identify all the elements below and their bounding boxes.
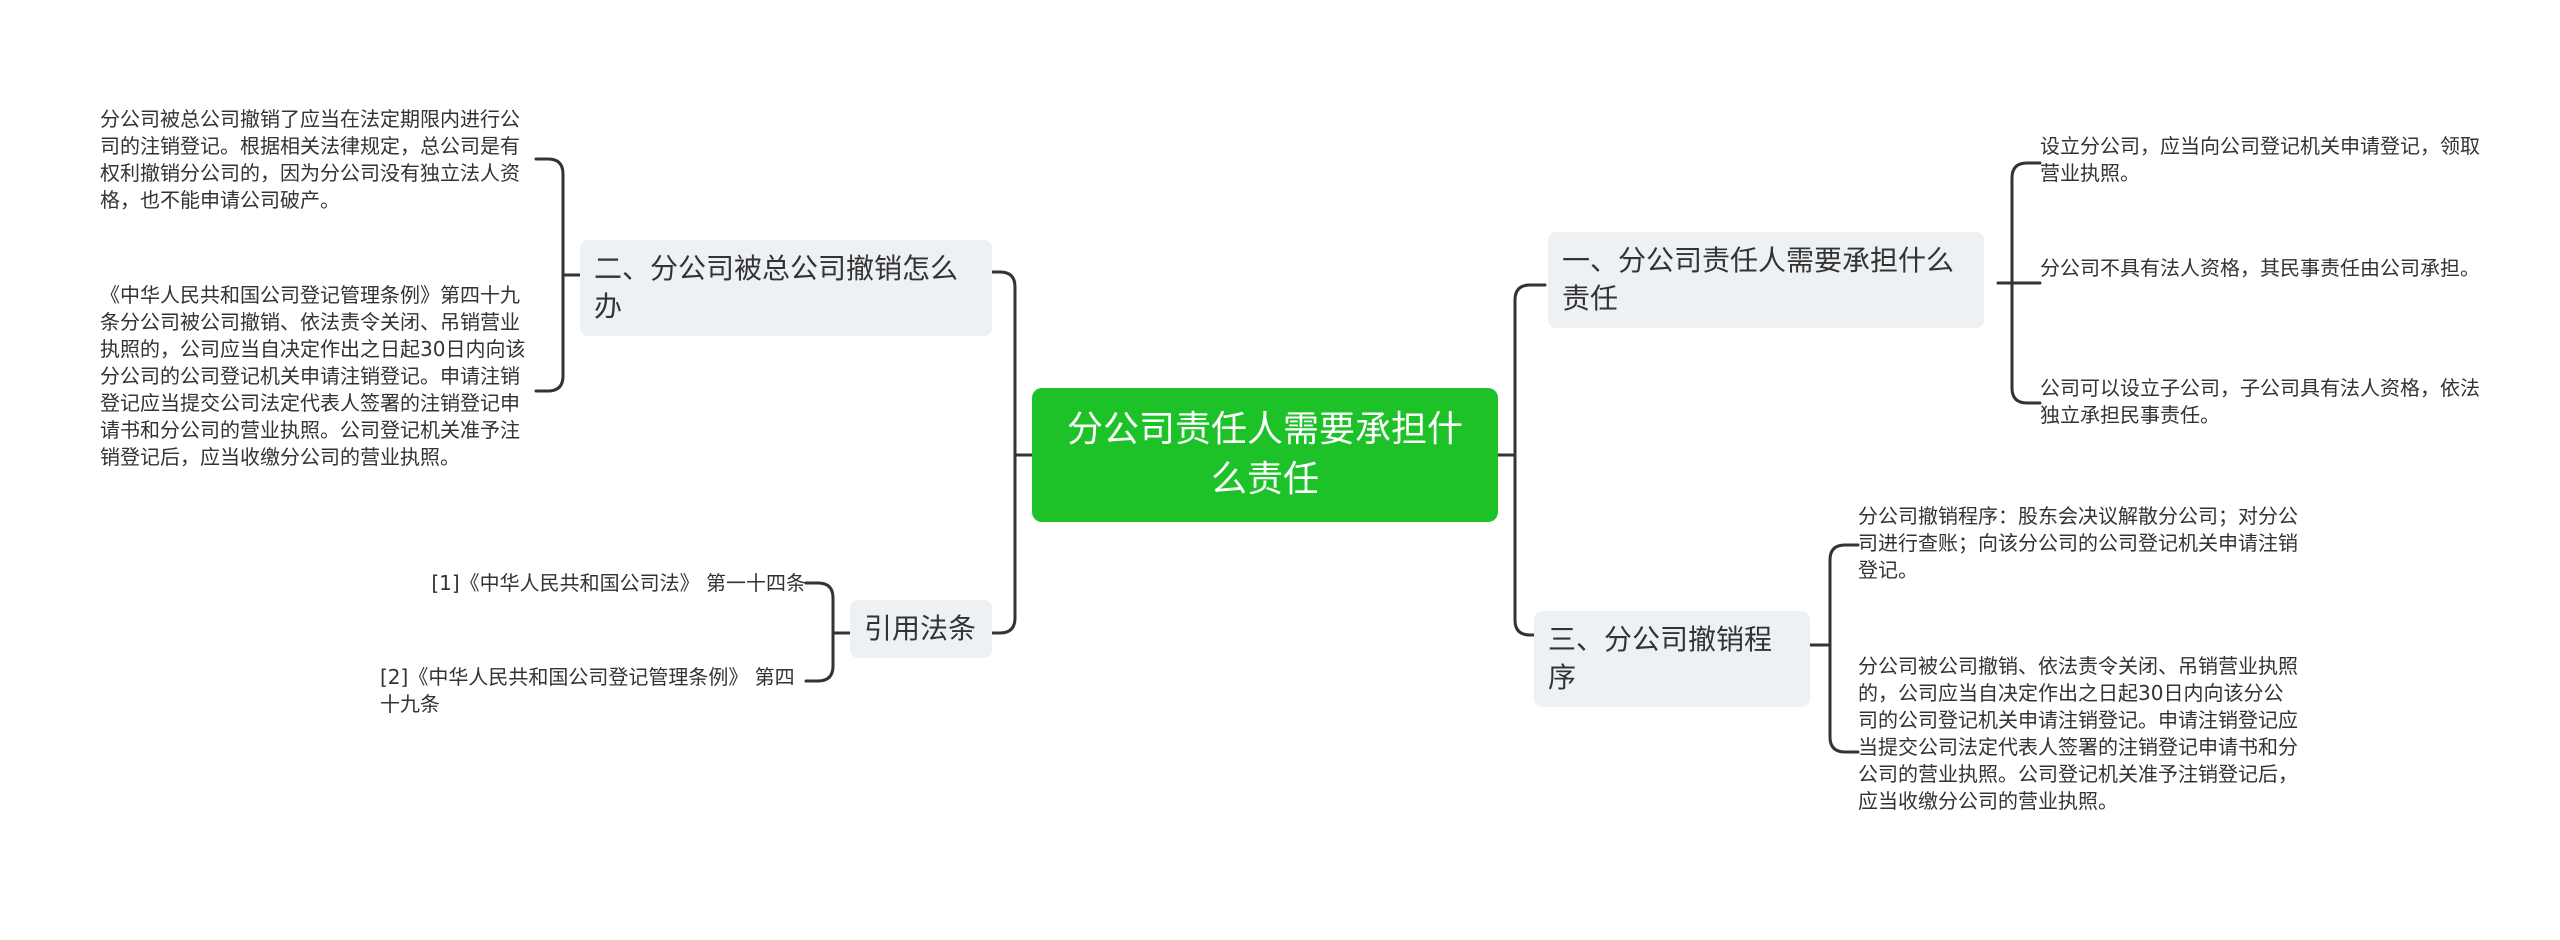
branch-b2-label: 二、分公司被总公司撤销怎么办 <box>594 252 959 323</box>
leaf-b2-2: 《中华人民共和国公司登记管理条例》第四十九条分公司被公司撤销、依法责令关闭、吊销… <box>100 283 526 469</box>
leaf-b1-1: 设立分公司，应当向公司登记机关申请登记，领取营业执照。 <box>2040 134 2480 185</box>
leaf-b3-1: 分公司撤销程序：股东会决议解散分公司；对分公司进行查账；向该分公司的公司登记机关… <box>1858 504 2298 582</box>
connector-root-b2 <box>990 270 1034 457</box>
leaf-b4-1: [1]《中华人民共和国公司法》 第一十四条 <box>431 571 806 595</box>
connector-b1-bracket <box>1996 161 2042 405</box>
branch-b4-label: 引用法条 <box>864 612 977 645</box>
connector-root-b4 <box>990 453 1017 635</box>
root-topic-label: 分公司责任人需要承担什么责任 <box>1066 409 1463 500</box>
branch-b3-label: 三、分公司撤销程序 <box>1548 623 1773 694</box>
leaf-b1-3: 公司可以设立子公司，子公司具有法人资格，依法独立承担民事责任。 <box>2040 376 2480 427</box>
branch-b1[interactable]: 一、分公司责任人需要承担什么责任 <box>1548 232 1984 328</box>
branch-b3[interactable]: 三、分公司撤销程序 <box>1534 611 1810 707</box>
root-topic[interactable]: 分公司责任人需要承担什么责任 <box>1032 388 1498 522</box>
connector-root-b3 <box>1513 453 1547 637</box>
connector-root-b1 <box>1496 283 1547 457</box>
leaf-b2-1: 分公司被总公司撤销了应当在法定期限内进行公司的注销登记。根据相关法律规定，总公司… <box>100 107 520 212</box>
connector-b2-bracket <box>534 157 582 393</box>
leaf-b3-2: 分公司被公司撤销、依法责令关闭、吊销营业执照的，公司应当自决定作出之日起30日内… <box>1858 654 2298 813</box>
connector-b3-bracket <box>1808 543 1860 754</box>
branch-b1-label: 一、分公司责任人需要承担什么责任 <box>1562 244 1955 315</box>
leaf-b1-2: 分公司不具有法人资格，其民事责任由公司承担。 <box>2040 256 2480 280</box>
branch-b4[interactable]: 引用法条 <box>850 600 992 658</box>
branch-b2[interactable]: 二、分公司被总公司撤销怎么办 <box>580 240 992 336</box>
leaf-b4-2: [2]《中华人民共和国公司登记管理条例》 第四十九条 <box>380 665 795 716</box>
connector-b4-bracket <box>804 581 852 683</box>
